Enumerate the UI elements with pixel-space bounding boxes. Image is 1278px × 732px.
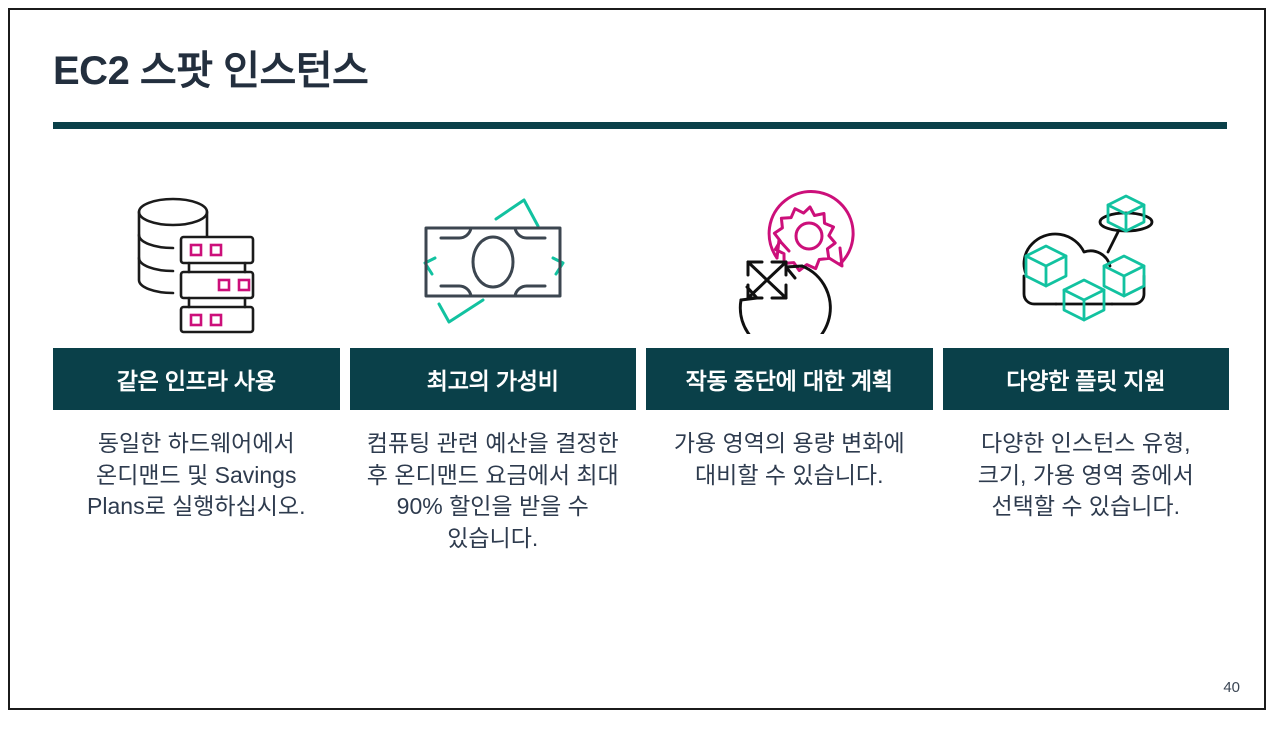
feature-columns: 같은 인프라 사용 동일한 하드웨어에서 온디맨드 및 Savings Plan… — [53, 170, 1229, 640]
cloud-cubes-fleet-icon — [943, 170, 1230, 348]
title-block: EC2 스팟 인스턴스 — [53, 48, 1223, 94]
page-title: EC2 스팟 인스턴스 — [53, 49, 369, 93]
feature-body-3: 가용 영역의 용량 변화에 대비할 수 있습니다. — [673, 430, 905, 488]
feature-column-4: 다양한 플릿 지원 다양한 인스턴스 유형, 크기, 가용 영역 중에서 선택할… — [942, 170, 1230, 640]
feature-body-2: 컴퓨팅 관련 예산을 결정한 후 온디맨드 요금에서 최대 90% 할인을 받을… — [366, 430, 619, 552]
database-servers-icon — [53, 170, 340, 348]
gear-refresh-scale-icon — [646, 170, 933, 348]
feature-column-2: 최고의 가성비 컴퓨팅 관련 예산을 결정한 후 온디맨드 요금에서 최대 90… — [349, 170, 637, 640]
feature-body-1: 동일한 하드웨어에서 온디맨드 및 Savings Plans로 실행하십시오. — [87, 430, 306, 520]
page-number: 40 — [1223, 679, 1240, 696]
feature-header-2: 최고의 가성비 — [349, 348, 636, 410]
slide-canvas: EC2 스팟 인스턴스 — [8, 8, 1266, 710]
feature-body-4: 다양한 인스턴스 유형, 크기, 가용 영역 중에서 선택할 수 있습니다. — [977, 430, 1194, 520]
feature-column-3: 작동 중단에 대한 계획 가용 영역의 용량 변화에 대비할 수 있습니다. — [646, 170, 933, 640]
feature-header-1: 같은 인프라 사용 — [53, 348, 340, 410]
title-divider-rule — [53, 122, 1227, 129]
feature-column-1: 같은 인프라 사용 동일한 하드웨어에서 온디맨드 및 Savings Plan… — [53, 170, 340, 640]
feature-header-3: 작동 중단에 대한 계획 — [646, 348, 933, 410]
banknote-money-icon — [350, 170, 637, 348]
feature-header-4: 다양한 플릿 지원 — [942, 348, 1229, 410]
